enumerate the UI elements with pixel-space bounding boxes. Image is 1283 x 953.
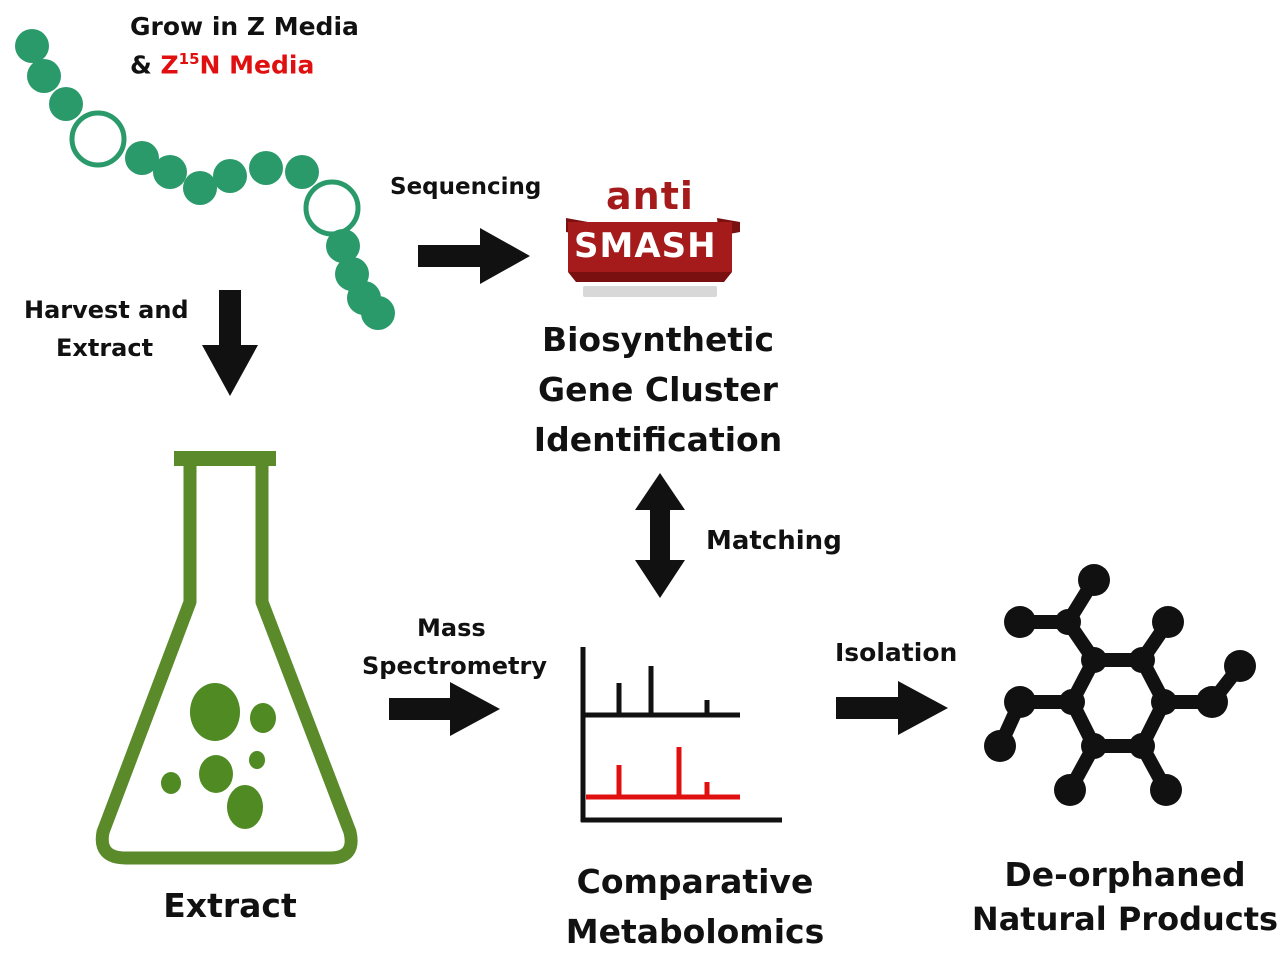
deorphaned-label-2: Natural Products (971, 900, 1279, 938)
harvest-arrow (202, 290, 258, 396)
harvest-label-1: Harvest and (24, 296, 189, 324)
mass-spec-arrow (389, 682, 500, 736)
molecule-icon (984, 564, 1256, 806)
antismash-smash-text: SMASH (574, 226, 717, 266)
media-isotope: 15 (178, 50, 200, 68)
isolation-arrow (836, 681, 948, 735)
media-label-line1: Grow in Z Media (130, 12, 359, 41)
matching-double-arrow (635, 473, 685, 598)
mass-label-2: Spectrometry (362, 652, 548, 680)
deorphaned-label-1: De-orphaned (1004, 855, 1246, 894)
isolation-label: Isolation (835, 638, 958, 667)
antismash-anti-text: anti (606, 174, 694, 218)
mass-spectrum-icon (580, 647, 782, 823)
comparative-label-2: Metabolomics (565, 912, 825, 951)
flask-icon (95, 451, 358, 865)
sequencing-label: Sequencing (390, 174, 542, 200)
comparative-label-1: Comparative (576, 862, 814, 901)
media-n: N Media (199, 50, 315, 80)
antismash-logo (566, 218, 740, 297)
sequencing-arrow (418, 228, 530, 284)
mass-label-1: Mass (417, 614, 486, 642)
media-label-line2: & Z15N Media (130, 50, 314, 79)
matching-label: Matching (706, 526, 842, 556)
bacteria-chain-icon (15, 29, 395, 330)
media-z: Z (160, 50, 179, 80)
harvest-label-2: Extract (56, 334, 154, 362)
media-amp: & (130, 50, 161, 80)
extract-label: Extract (163, 886, 297, 925)
bgc-label-1: Biosynthetic (541, 320, 775, 359)
bgc-label-2: Gene Cluster (538, 370, 778, 409)
bgc-label-3: Identification (533, 420, 783, 459)
